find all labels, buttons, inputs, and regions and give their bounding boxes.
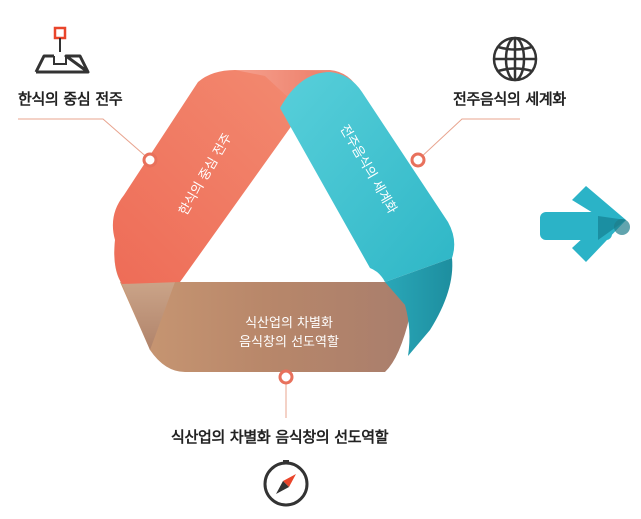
right-label: 전주음식의 세계화 bbox=[453, 90, 566, 108]
next-arrow-icon[interactable] bbox=[540, 186, 630, 262]
right-connector-dot bbox=[410, 152, 426, 168]
globe-icon bbox=[492, 36, 538, 82]
bottom-band-text-2: 음식창의 선도역할 bbox=[239, 335, 339, 350]
compass-icon bbox=[263, 460, 309, 507]
bottom-connector-dot bbox=[278, 369, 294, 385]
map-pin-icon bbox=[34, 26, 90, 74]
bottom-band-text-1: 식산업의 차별화 bbox=[245, 316, 333, 331]
left-connector bbox=[18, 118, 151, 161]
right-connector bbox=[417, 118, 520, 161]
left-label: 한식의 중심 전주 bbox=[18, 90, 123, 108]
right-fold bbox=[385, 258, 453, 356]
bottom-label: 식산업의 차별화 음식창의 선도역할 bbox=[171, 428, 389, 446]
left-connector-dot bbox=[142, 152, 158, 168]
right-band bbox=[280, 72, 455, 282]
bottom-band bbox=[120, 277, 410, 372]
left-band bbox=[112, 70, 330, 284]
